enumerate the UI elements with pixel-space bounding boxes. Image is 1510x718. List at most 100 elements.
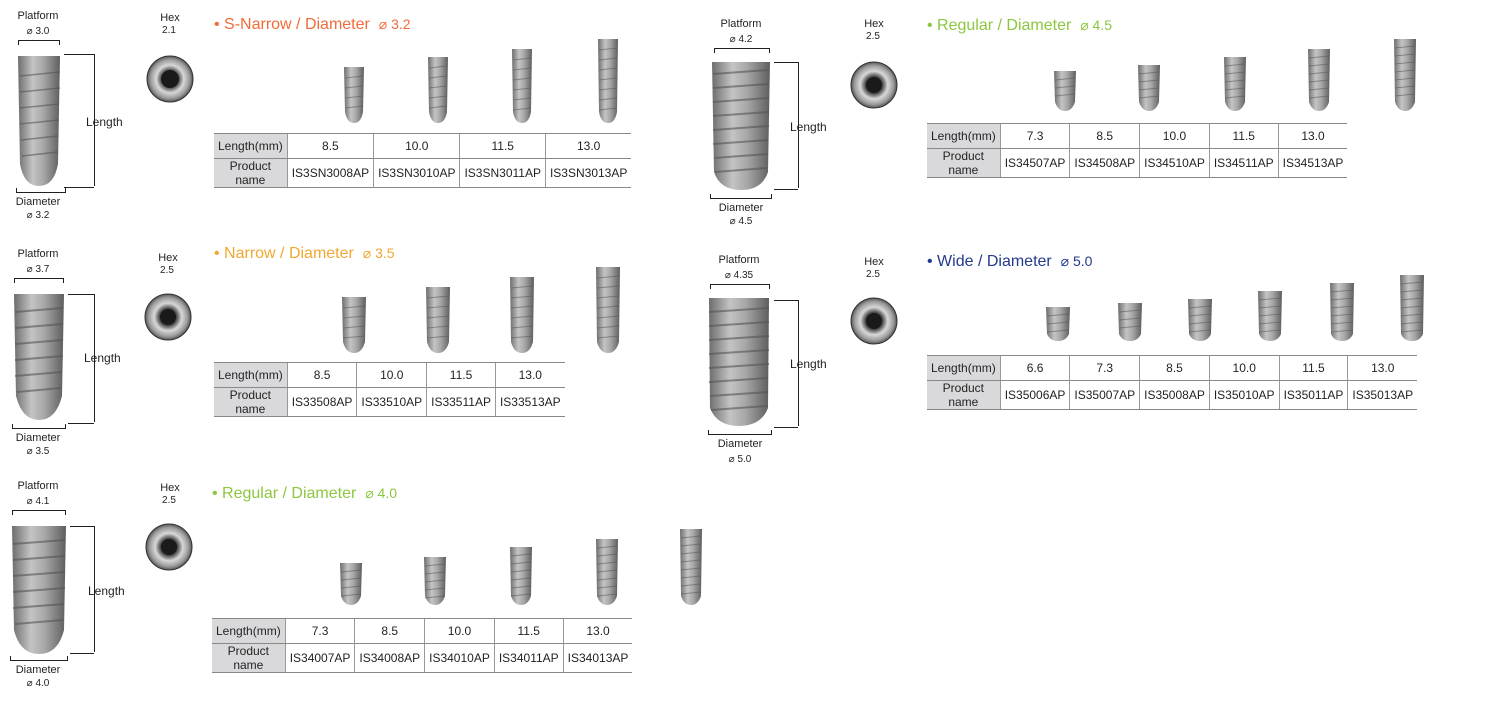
implant-lineup	[310, 524, 734, 606]
length-cell: 8.5	[354, 618, 425, 644]
diameter-dimension-line	[10, 656, 68, 661]
product-cell: IS34511AP	[1208, 148, 1279, 178]
length-dimension-line	[798, 62, 799, 188]
diameter-label: Diameter	[717, 438, 763, 450]
implant-image	[424, 557, 446, 605]
length-dimension-line	[94, 294, 95, 422]
title-text: S-Narrow / Diameter	[224, 16, 370, 33]
section-title: • Regular / Diameter ⌀ 4.0	[212, 485, 397, 503]
implant-image	[428, 57, 448, 123]
hex-value: 2.5	[866, 31, 880, 42]
title-text: Regular / Diameter	[937, 17, 1072, 34]
product-cell: IS34007AP	[284, 643, 355, 673]
length-row: Length(mm) 7.3 8.5 10.0 11.5 13.0	[927, 123, 1348, 149]
row-header-length: Length(mm)	[927, 355, 1001, 381]
bullet: •	[927, 17, 938, 34]
product-cell: IS33511AP	[426, 387, 496, 417]
product-cell: IS35006AP	[999, 380, 1070, 410]
diameter-value: ⌀ 4.0	[26, 678, 50, 689]
diameter-dimension-line	[708, 430, 772, 435]
length-cell: 11.5	[1278, 355, 1348, 381]
implant-dimension-diagram: Platform ⌀ 3.7 Length Diameter ⌀ 3.5	[8, 248, 128, 457]
implant-dimension-diagram: Platform ⌀ 4.35 Length Diameter ⌀ 5.0	[706, 254, 836, 474]
title-text: Regular / Diameter	[222, 485, 357, 502]
length-cell: 8.5	[1069, 123, 1140, 149]
length-cell: 13.0	[544, 133, 632, 159]
product-cell: IS3SN3008AP	[286, 158, 374, 188]
implant-image	[512, 49, 532, 123]
length-cell: 7.3	[999, 123, 1070, 149]
spec-table: Length(mm) 8.5 10.0 11.5 13.0 Product na…	[214, 133, 632, 188]
length-row: Length(mm) 8.5 10.0 11.5 13.0	[214, 362, 565, 388]
product-row: Product name IS3SN3008AP IS3SN3010AP IS3…	[214, 158, 632, 188]
row-header-product: Product name	[927, 148, 1001, 178]
length-cell: 11.5	[493, 618, 564, 644]
bullet: •	[212, 485, 223, 502]
title-diameter: ⌀ 4.5	[1080, 17, 1112, 33]
row-header-product: Product name	[214, 158, 288, 188]
length-cell: 8.5	[1139, 355, 1210, 381]
implant-image	[1258, 291, 1282, 341]
hex-label: Hex	[864, 18, 884, 30]
hex-icon	[144, 293, 192, 341]
product-cell: IS3SN3011AP	[459, 158, 546, 188]
row-header-product: Product name	[212, 643, 286, 673]
implant-image	[1400, 275, 1424, 341]
platform-value: ⌀ 3.7	[26, 264, 50, 275]
length-bracket	[68, 294, 94, 424]
row-header-length: Length(mm)	[927, 123, 1001, 149]
hex-value: 2.5	[162, 495, 176, 506]
diameter-label: Diameter	[15, 196, 61, 208]
length-cell: 11.5	[426, 362, 496, 388]
product-cell: IS35010AP	[1208, 380, 1280, 410]
implant-image	[510, 277, 534, 353]
implant-lineup	[1024, 270, 1448, 342]
implant-image	[340, 563, 362, 605]
product-cell: IS35013AP	[1347, 380, 1418, 410]
product-cell: IS35011AP	[1278, 380, 1348, 410]
length-label: Length	[790, 357, 827, 371]
row-header-product: Product name	[214, 387, 288, 417]
title-diameter: ⌀ 5.0	[1060, 253, 1093, 269]
product-cell: IS34513AP	[1277, 148, 1348, 178]
diameter-label: Diameter	[15, 432, 61, 444]
length-cell: 11.5	[1208, 123, 1279, 149]
product-cell: IS33513AP	[494, 387, 565, 417]
implant-image	[712, 62, 770, 190]
implant-image	[1118, 303, 1142, 341]
implant-image	[1308, 49, 1330, 111]
length-row: Length(mm) 6.6 7.3 8.5 10.0 11.5 13.0	[927, 355, 1418, 381]
length-cell: 10.0	[1208, 355, 1280, 381]
implant-image	[510, 547, 532, 605]
length-cell: 8.5	[286, 362, 357, 388]
implant-image	[12, 526, 66, 654]
row-header-length: Length(mm)	[214, 133, 288, 159]
length-label: Length	[84, 351, 121, 365]
implant-image	[1054, 71, 1076, 111]
length-label: Length	[88, 584, 125, 598]
implant-image	[18, 56, 61, 186]
length-cell: 7.3	[1069, 355, 1140, 381]
platform-label: Platform	[17, 248, 59, 260]
spec-table: Length(mm) 8.5 10.0 11.5 13.0 Product na…	[214, 362, 565, 417]
product-cell: IS3SN3013AP	[544, 158, 632, 188]
platform-dimension-line	[710, 284, 770, 289]
bullet: •	[927, 253, 938, 270]
length-bracket	[774, 62, 798, 190]
implant-image	[708, 298, 770, 426]
title-text: Narrow / Diameter	[224, 245, 354, 262]
diameter-value: ⌀ 3.2	[26, 210, 50, 221]
product-row: Product name IS34507AP IS34508AP IS34510…	[927, 148, 1348, 178]
platform-value: ⌀ 4.35	[724, 270, 754, 281]
product-cell: IS35007AP	[1069, 380, 1140, 410]
product-row: Product name IS33508AP IS33510AP IS33511…	[214, 387, 565, 417]
platform-value: ⌀ 3.0	[26, 26, 50, 37]
implant-image	[14, 294, 64, 420]
length-dimension-line	[94, 526, 95, 652]
implant-image	[1330, 283, 1354, 341]
section-title: • Narrow / Diameter ⌀ 3.5	[214, 245, 395, 263]
length-row: Length(mm) 7.3 8.5 10.0 11.5 13.0	[212, 618, 633, 644]
hex-icon	[145, 523, 193, 571]
hex-value: 2.1	[162, 25, 176, 36]
product-cell: IS34010AP	[424, 643, 495, 673]
